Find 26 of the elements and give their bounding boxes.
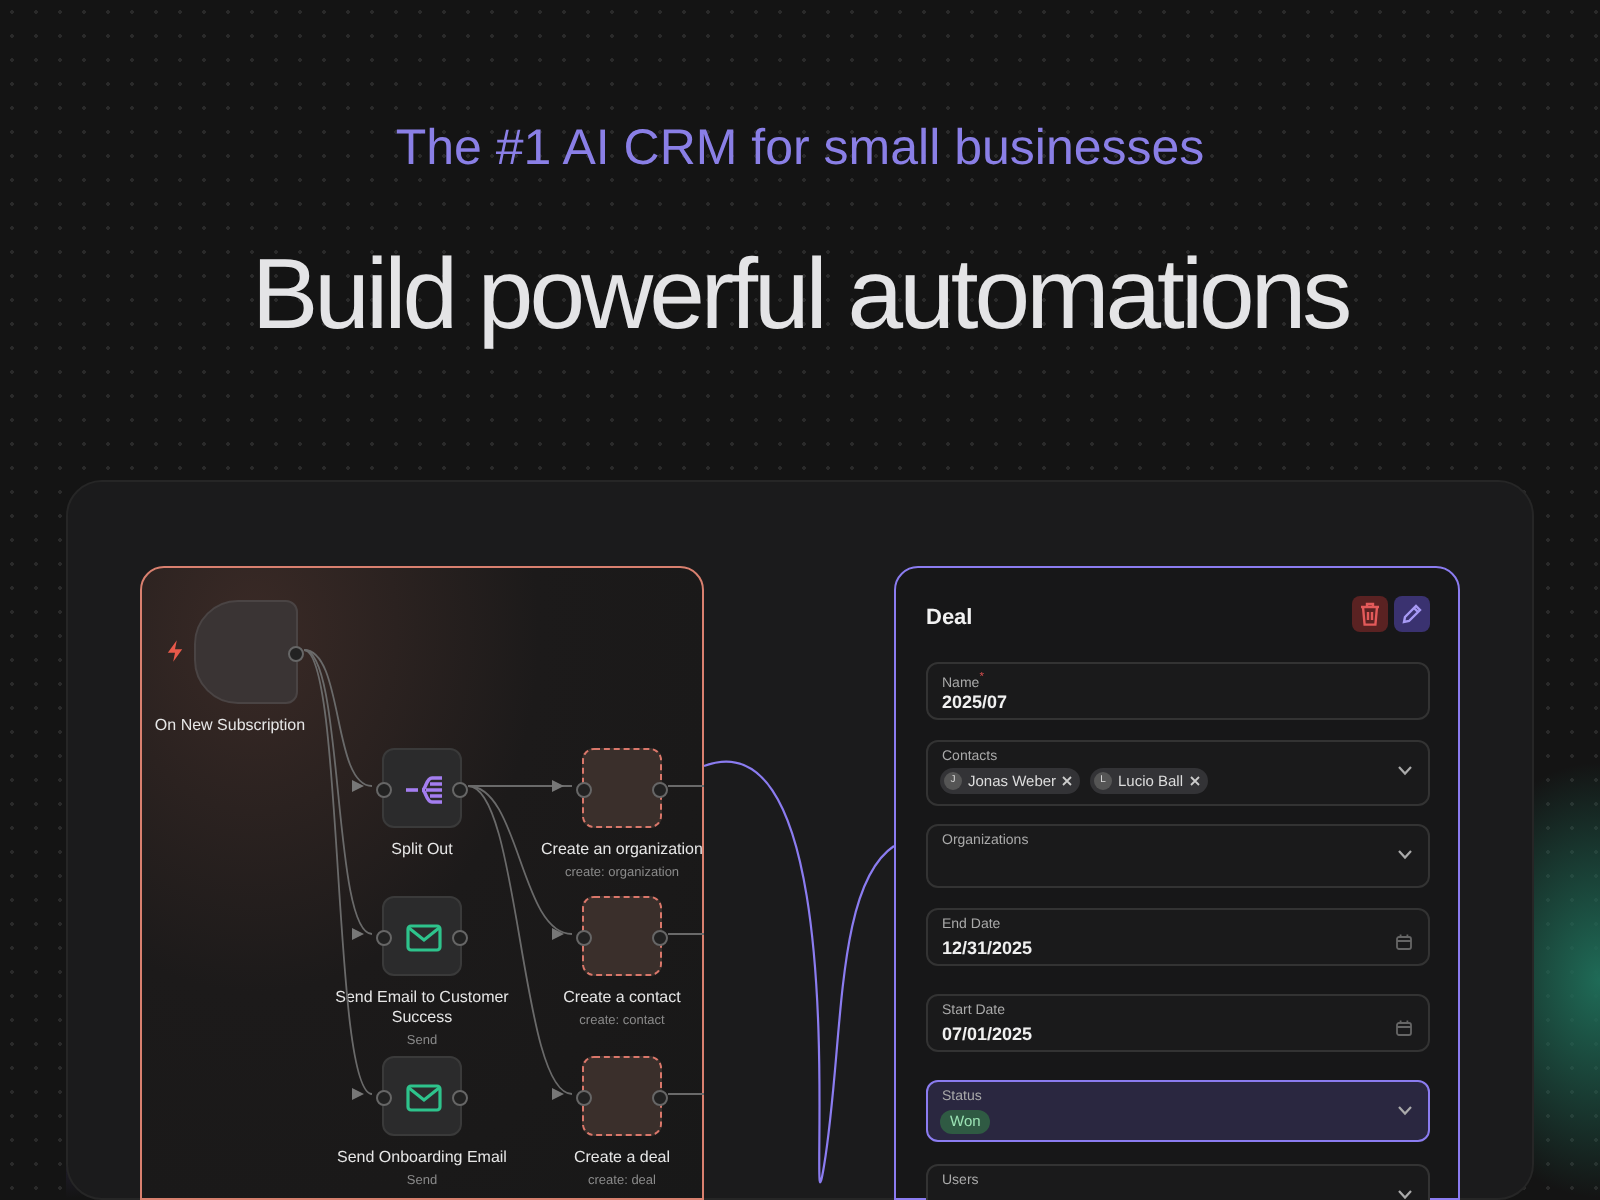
- node-label: Send Email to Customer Success: [333, 988, 511, 1028]
- node-label: Split Out: [389, 840, 455, 860]
- trigger-node: [150, 600, 310, 740]
- connector: [667, 933, 705, 935]
- node-label: Create a deal: [571, 1148, 673, 1168]
- connector: [467, 785, 573, 936]
- connector: [303, 649, 373, 935]
- field-value: 07/01/2025: [942, 1024, 1033, 1044]
- node-label: Create a contact: [561, 988, 683, 1008]
- panel-heading: Deal: [926, 606, 973, 630]
- subtitle: The #1 AI CRM for small businesses: [393, 120, 1207, 178]
- connector: [303, 649, 373, 1095]
- headline: Build powerful automations: [249, 236, 1351, 352]
- deal-panel: [894, 566, 1460, 1200]
- field-value: 2025/07: [942, 692, 1008, 712]
- node-label: Create an organization: [539, 840, 705, 860]
- connector: [667, 1093, 705, 1095]
- connector: [667, 785, 705, 787]
- connector: [467, 785, 573, 1095]
- node-label: On New Subscription: [152, 716, 308, 736]
- workflow-panel: [140, 566, 704, 1200]
- connector: [703, 762, 895, 1181]
- field-value: 12/31/2025: [942, 938, 1033, 958]
- connector: [303, 649, 373, 787]
- node-label: Send Onboarding Email: [335, 1148, 509, 1168]
- connector: [467, 780, 573, 792]
